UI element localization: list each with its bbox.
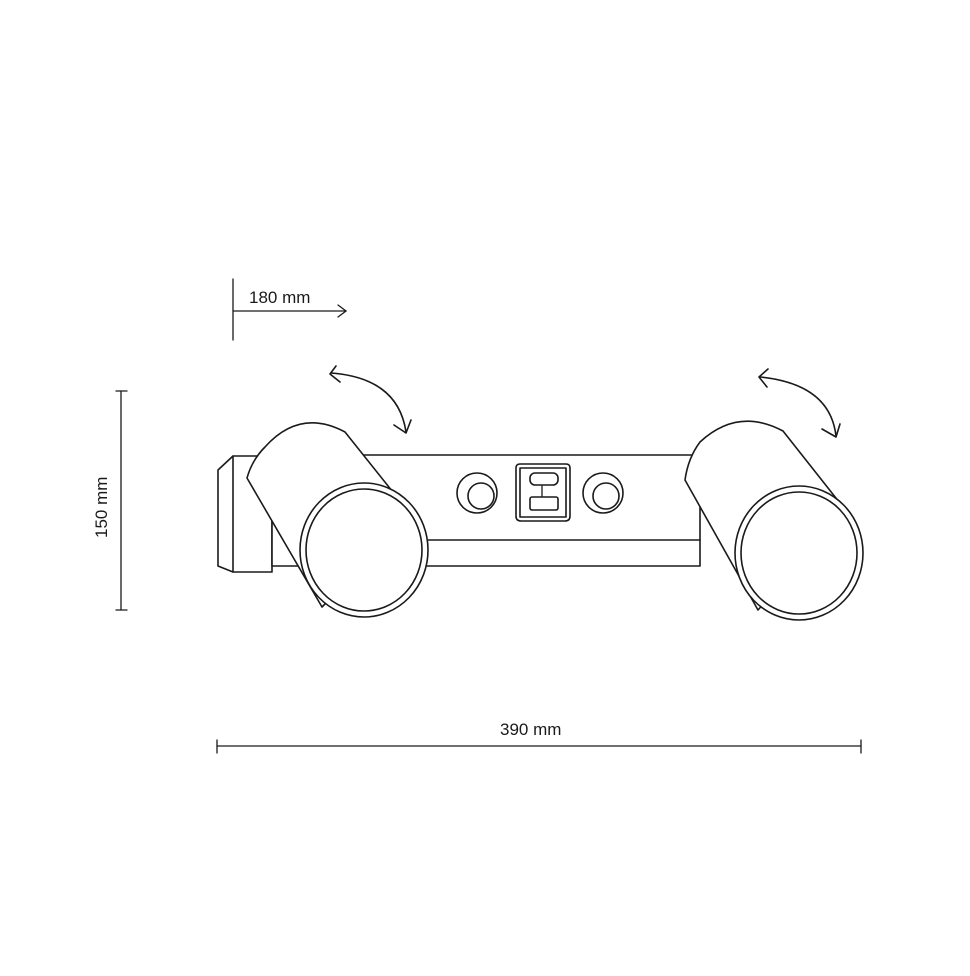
right-spotlight bbox=[684, 420, 864, 621]
rotation-arrow-left-icon bbox=[329, 365, 412, 434]
usb-a-port-icon bbox=[529, 496, 559, 511]
rotation-arrow-right-icon bbox=[758, 368, 841, 438]
wall-mount-block bbox=[217, 455, 273, 573]
width-label: 390 mm bbox=[500, 720, 561, 739]
left-switch-button bbox=[456, 472, 498, 514]
width-dimension: 390 mm bbox=[216, 720, 862, 754]
depth-dimension: 180 mm bbox=[232, 278, 348, 341]
right-switch-button bbox=[582, 472, 624, 514]
depth-arrowhead-icon bbox=[337, 304, 348, 318]
height-label: 150 mm bbox=[92, 477, 111, 538]
usb-charging-panel bbox=[515, 463, 571, 522]
height-dimension: 150 mm bbox=[92, 390, 128, 611]
left-spotlight bbox=[246, 422, 429, 618]
depth-label: 180 mm bbox=[249, 288, 310, 307]
usb-c-port-icon bbox=[529, 472, 559, 486]
